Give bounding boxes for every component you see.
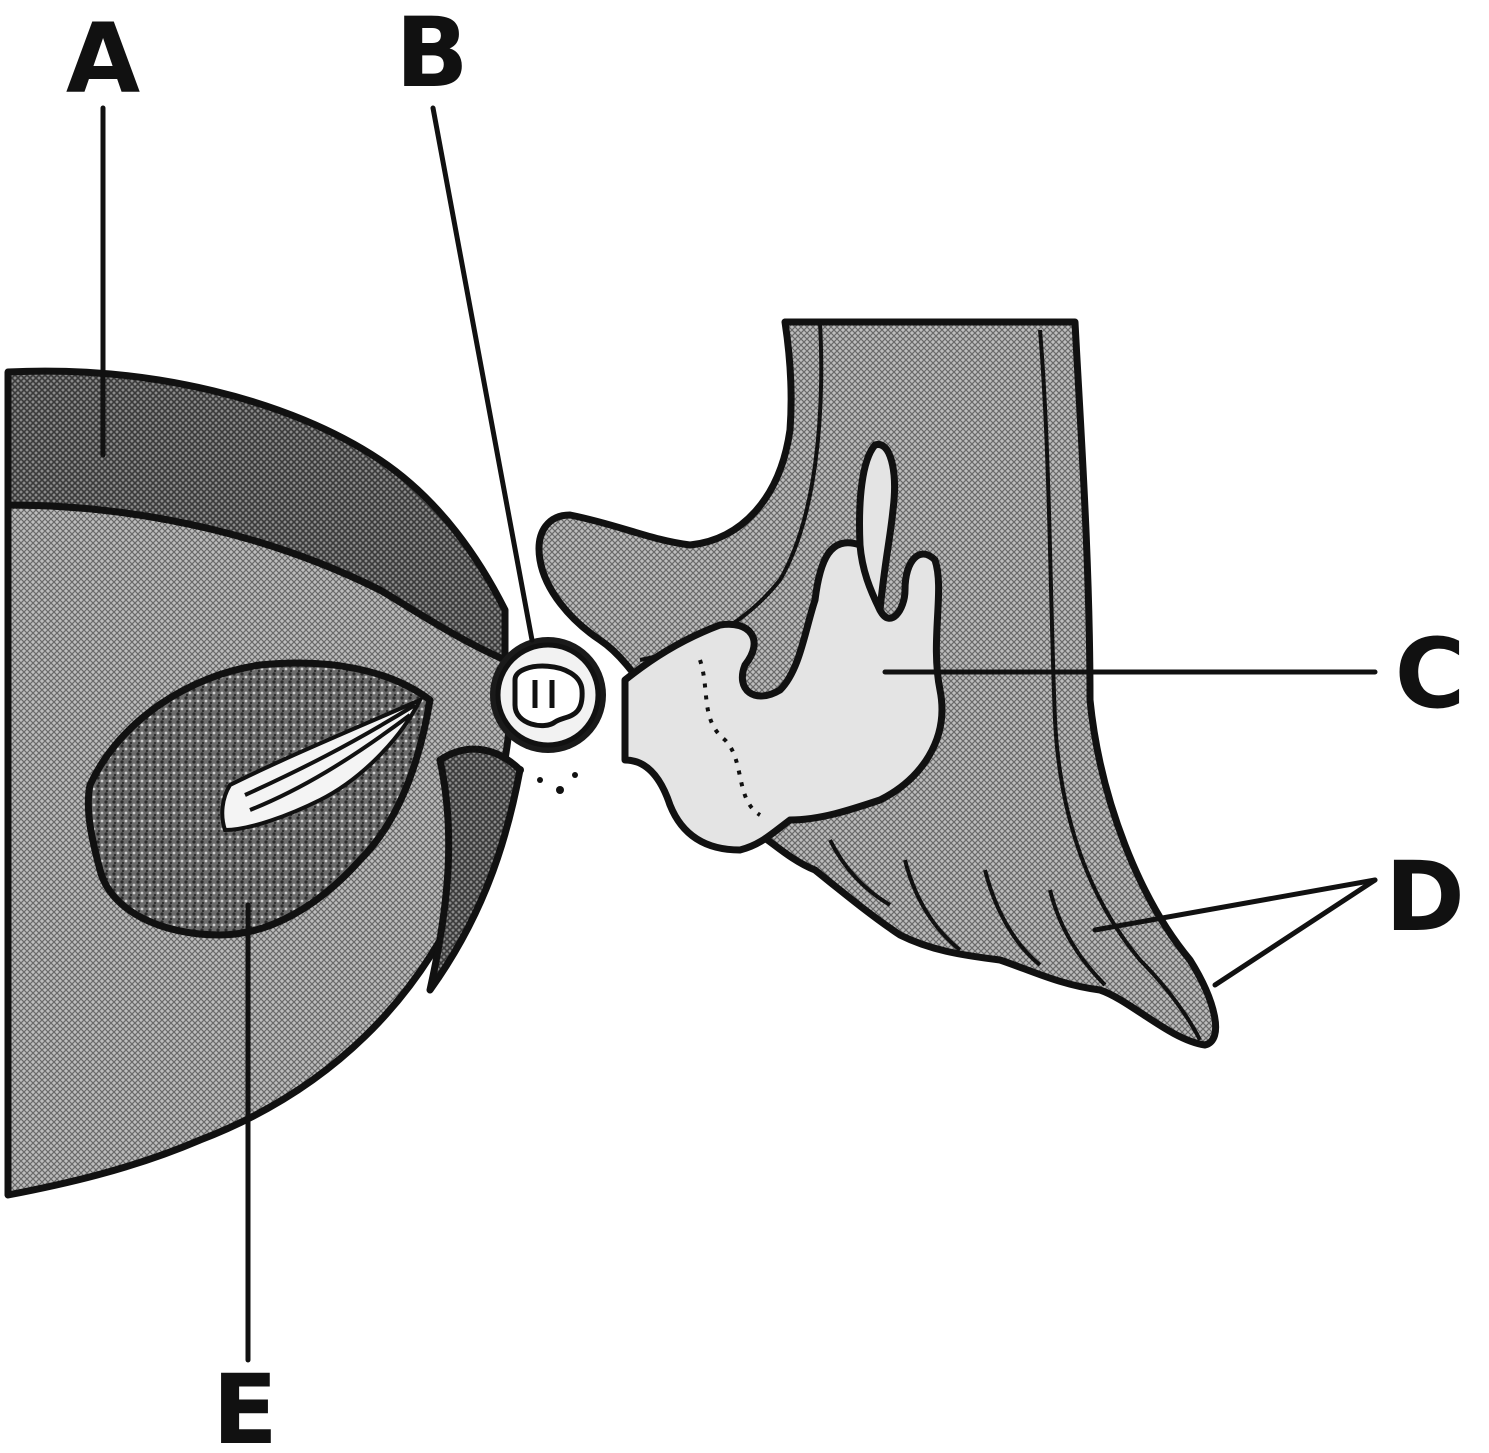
label-b: B bbox=[395, 0, 468, 109]
label-d: D bbox=[1385, 841, 1465, 953]
ovum bbox=[490, 637, 606, 794]
label-c: C bbox=[1395, 618, 1465, 730]
leader-d-lower bbox=[1212, 877, 1378, 988]
label-e: E bbox=[212, 1354, 278, 1453]
ovary-rupture-wedge bbox=[426, 745, 524, 994]
ovary-outer-layer bbox=[4, 367, 509, 664]
leader-d-upper bbox=[1092, 877, 1378, 933]
label-a: A bbox=[66, 3, 140, 115]
oviduct-lumen bbox=[621, 539, 946, 854]
leader-b bbox=[430, 105, 535, 643]
